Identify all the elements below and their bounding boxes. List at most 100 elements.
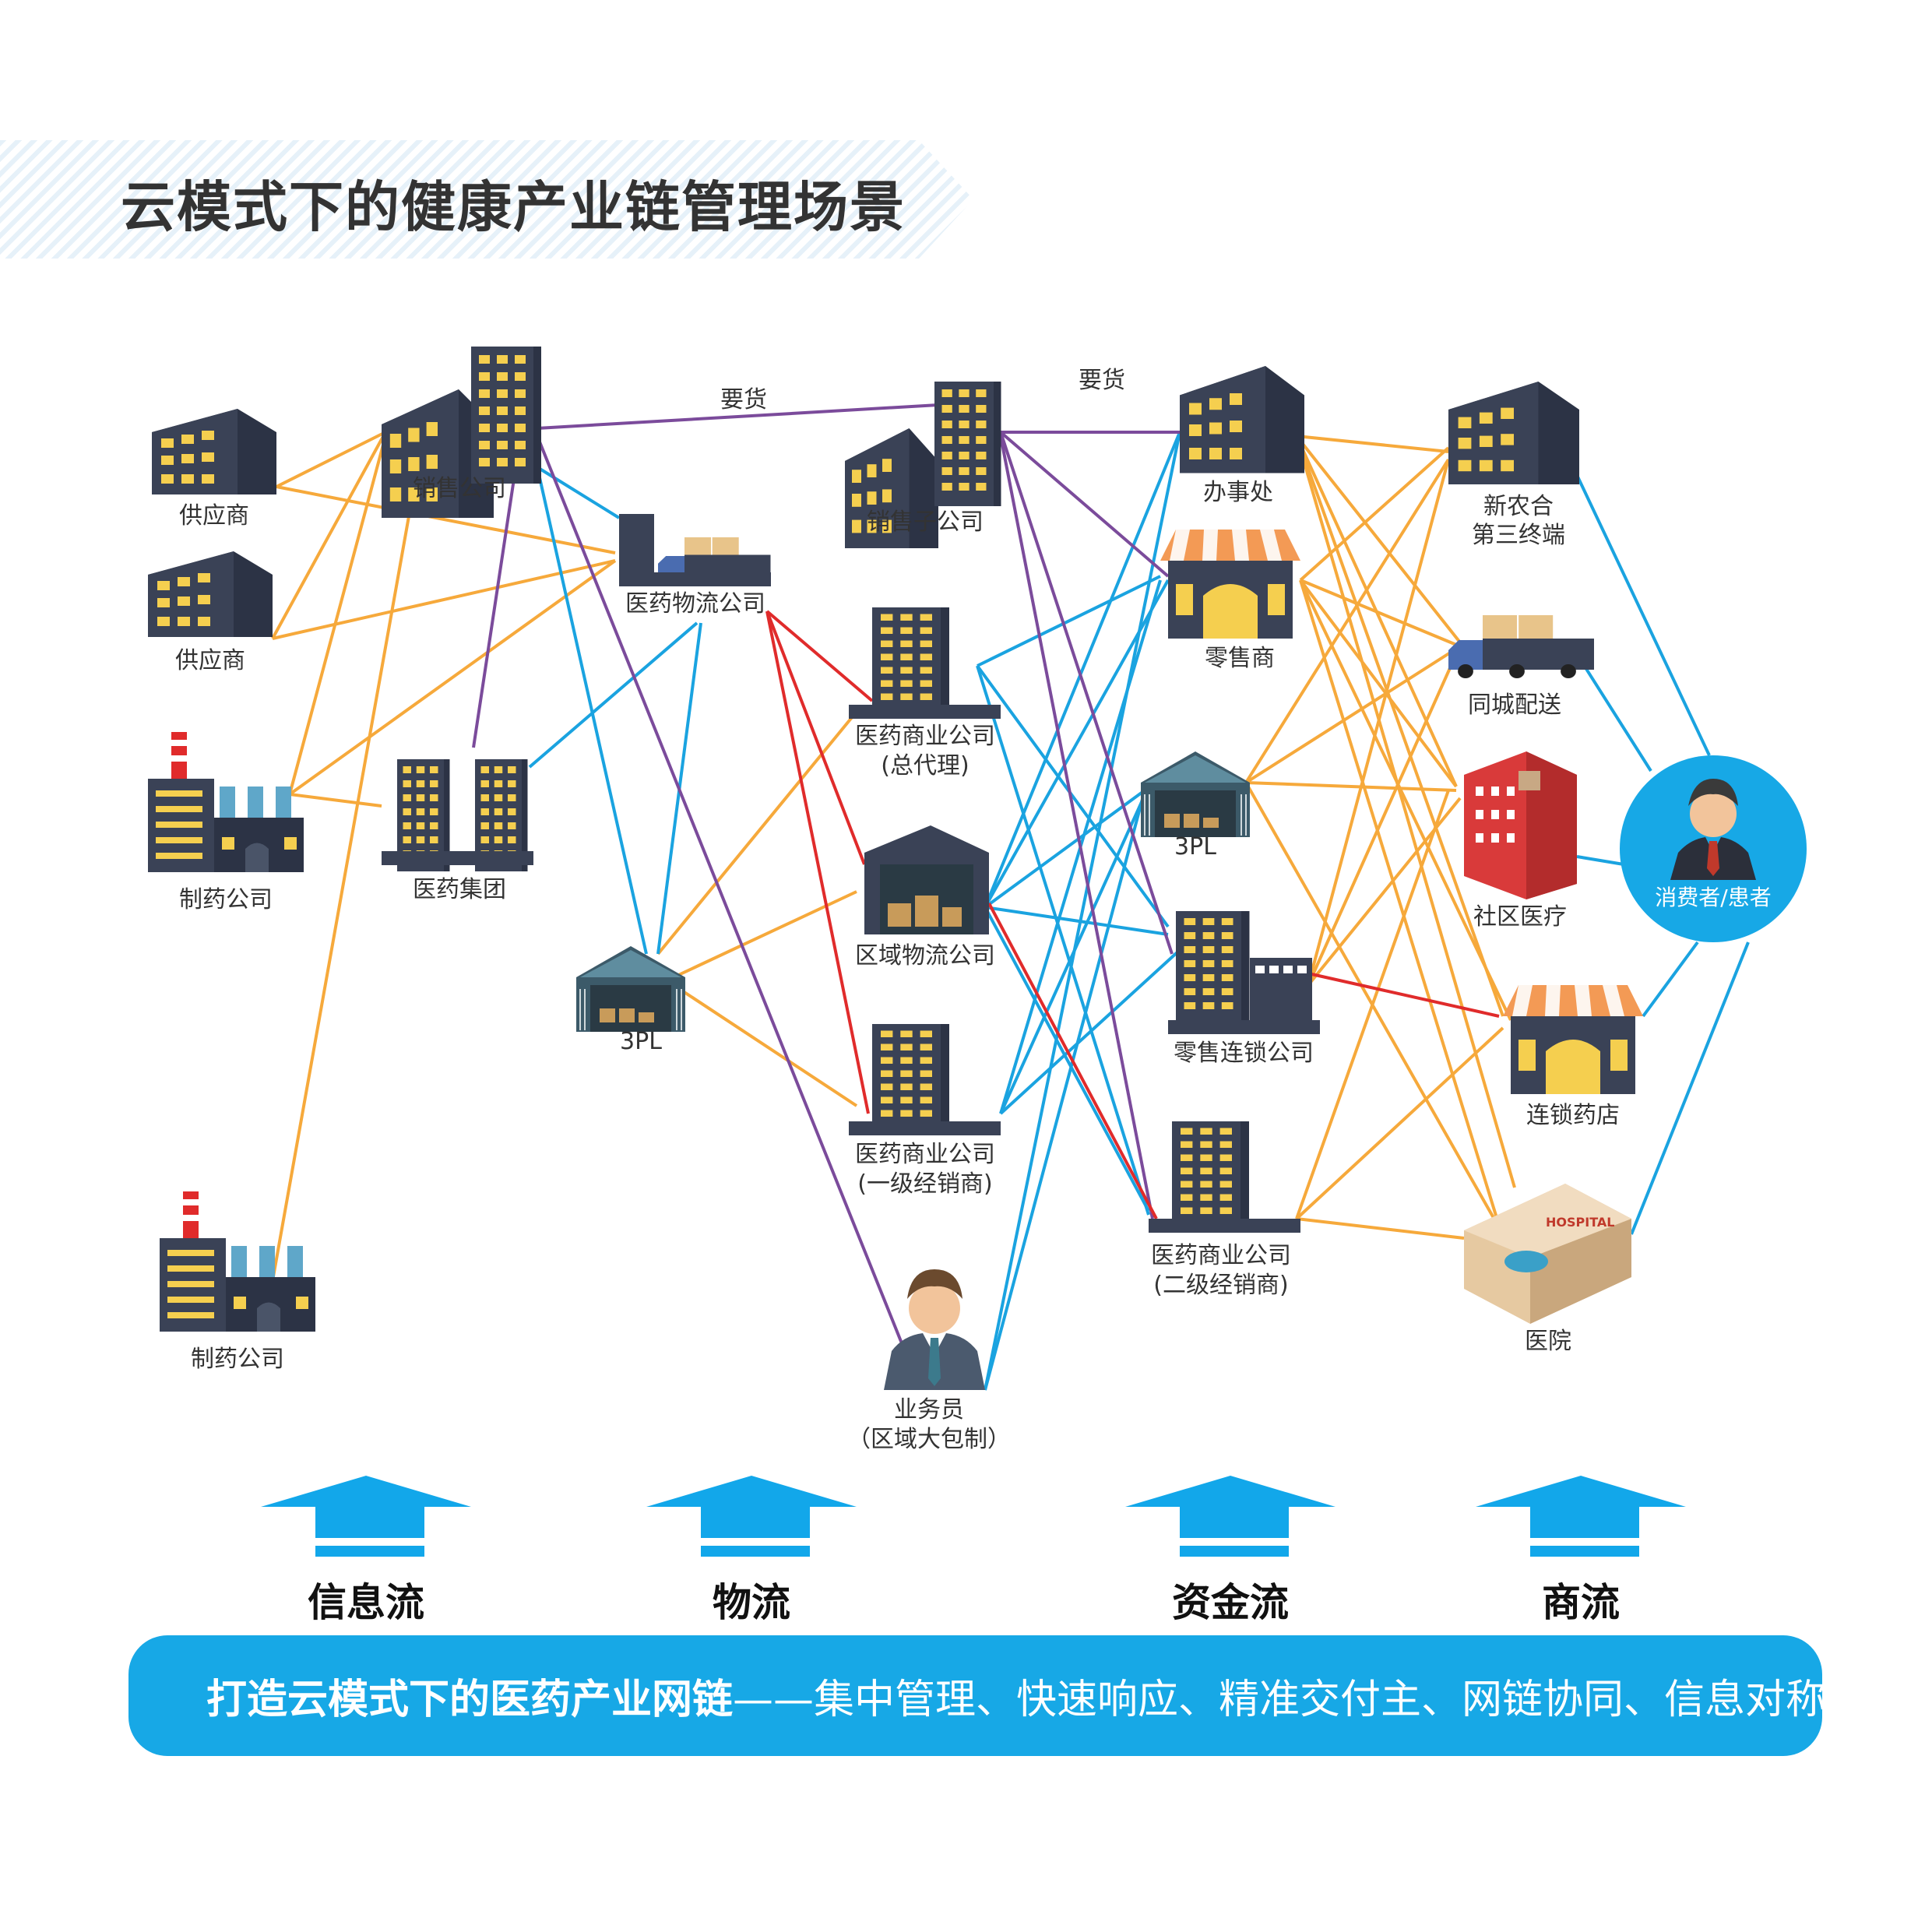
flow-label: 商流 <box>1542 1580 1620 1625</box>
connection-line <box>1300 579 1461 648</box>
bottom-banner <box>128 1635 1822 1756</box>
connection-line <box>987 903 1158 1219</box>
connection-line <box>656 715 854 955</box>
connection-line <box>1630 941 1750 1235</box>
arrow-icon <box>1125 1476 1336 1557</box>
office-label: 办事处 <box>1203 479 1273 506</box>
connection-line <box>1576 855 1624 866</box>
commerce-first-sublabel: (一级经销商) <box>857 1170 992 1198</box>
pharma-group-label: 医药集团 <box>413 876 506 903</box>
retailer-icon <box>1160 530 1300 639</box>
banner-rest: ——集中管理、快速响应、精准交付主、网链协同、信息对称 <box>733 1677 1827 1723</box>
connection-line <box>976 664 1170 928</box>
connection-line <box>1296 1217 1465 1240</box>
logistics-company-icon <box>619 514 771 586</box>
rural-terminal-label: 新农合 <box>1483 493 1554 520</box>
commerce-first-label: 医药商业公司 <box>855 1141 995 1168</box>
hospital-sign: HOSPITAL <box>1546 1215 1614 1230</box>
supplier-icon <box>152 409 276 494</box>
connection-line <box>765 611 870 1114</box>
connection-line <box>977 575 1161 667</box>
connection-line <box>984 789 1146 909</box>
connection-line <box>765 611 866 865</box>
logistics-company-label: 医药物流公司 <box>625 590 765 618</box>
connection-line <box>536 466 621 519</box>
sales-sub-label: 销售子公司 <box>867 509 984 536</box>
connection-line <box>1642 941 1699 1018</box>
connection-line <box>288 435 387 795</box>
connection-line <box>984 906 1150 1212</box>
connection-line <box>984 431 1181 1391</box>
factory-icon <box>148 732 304 872</box>
commerce-second-icon <box>1149 1121 1300 1233</box>
connection-line <box>999 435 1154 1219</box>
page-title: 云模式下的健康产业链管理场景 <box>121 175 906 239</box>
connection-line <box>1307 459 1450 986</box>
supplier-label: 供应商 <box>175 647 245 674</box>
flow-label: 资金流 <box>1172 1580 1289 1625</box>
connection-line <box>1295 1026 1504 1220</box>
connection-line <box>976 665 1150 1216</box>
connection-line <box>1299 579 1504 1239</box>
connection-line <box>999 431 1170 578</box>
city-delivery-label: 同城配送 <box>1468 692 1561 719</box>
consumer-avatar <box>1620 755 1807 942</box>
salesman-sublabel: （区域大包制） <box>847 1426 1011 1453</box>
connection-line <box>1245 781 1457 792</box>
commerce-second-sublabel: (二级经销商) <box>1153 1272 1288 1299</box>
pharma-group-icon <box>382 759 533 871</box>
connection-line <box>999 431 1174 955</box>
connection-line <box>536 435 905 1348</box>
salesman-label: 业务员 <box>894 1396 964 1423</box>
regional-logistics-label: 区域物流公司 <box>855 942 995 970</box>
arrow-icon <box>1476 1476 1686 1557</box>
supplier-label: 供应商 <box>179 502 249 530</box>
connection-line <box>472 478 516 748</box>
connection-line <box>537 403 939 430</box>
connection-line <box>984 790 1146 1391</box>
supplier-icon <box>148 551 273 637</box>
pharma-label: 制药公司 <box>179 886 273 913</box>
title-band <box>0 140 973 259</box>
flow-label: 信息流 <box>308 1580 424 1625</box>
connection-line <box>272 559 616 640</box>
arrow-icon <box>261 1476 471 1557</box>
connection-line <box>765 610 874 702</box>
connection-line <box>984 431 1181 908</box>
connection-line <box>271 431 387 639</box>
connection-line <box>288 559 617 796</box>
connection-line <box>673 890 857 979</box>
connection-line <box>1296 435 1449 453</box>
warehouse-icon <box>575 945 686 1033</box>
commerce-agent-label: 医药商业公司 <box>855 723 995 750</box>
banner-strong: 打造云模式下的医药产业网链 <box>206 1677 734 1723</box>
banner-text: 打造云模式下的医药产业网链——集中管理、快速响应、精准交付主、网链协同、信息对称 <box>206 1666 1826 1725</box>
connection-line <box>1299 579 1512 1021</box>
connection-line <box>1575 653 1652 772</box>
connection-line <box>1307 972 1500 1018</box>
connection-line <box>1299 579 1458 788</box>
connection-line <box>1307 653 1458 986</box>
tpl-left-label: 3PL <box>620 1028 662 1055</box>
connection-line <box>1244 782 1504 1235</box>
order-label: 要货 <box>1079 367 1125 394</box>
chain-pharmacy-icon <box>1503 985 1643 1094</box>
factory-icon <box>160 1191 315 1332</box>
connection-line <box>289 793 382 808</box>
connection-line <box>271 494 414 1282</box>
consumer-label: 消费者/患者 <box>1655 885 1771 910</box>
salesman-icon <box>884 1269 985 1390</box>
tpl-right-icon <box>1140 751 1251 838</box>
rural-terminal-sublabel: 第三终端 <box>1472 522 1565 549</box>
connection-line <box>999 948 1181 1115</box>
connection-lines <box>271 403 1750 1391</box>
hospital-icon: HOSPITAL <box>1464 1184 1631 1324</box>
retailer-label: 零售商 <box>1205 645 1275 672</box>
regional-warehouse-icon <box>864 825 989 934</box>
arrow-icon <box>646 1476 857 1557</box>
retail-chain-label: 零售连锁公司 <box>1174 1040 1314 1067</box>
connection-line <box>672 984 858 1107</box>
city-delivery-icon <box>1448 615 1594 678</box>
commerce-agent-sublabel: (总代理) <box>881 752 969 779</box>
